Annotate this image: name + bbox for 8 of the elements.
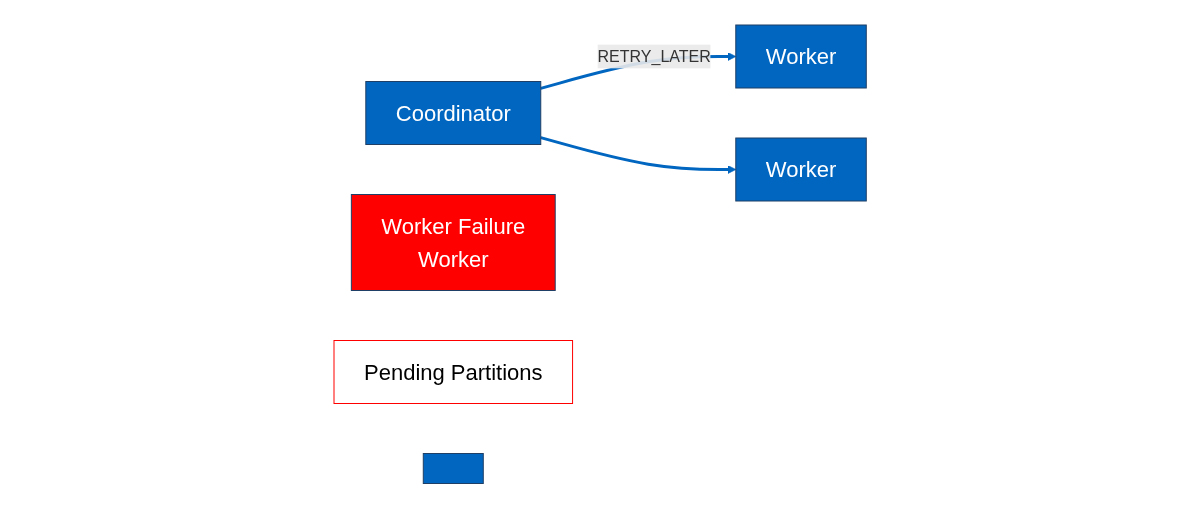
edge-label: RETRY_LATER — [597, 47, 711, 65]
node-box: Pending Partitions — [333, 339, 573, 404]
node-box: Worker — [735, 24, 867, 89]
node-box: Coordinator — [365, 80, 542, 145]
arrow — [540, 135, 737, 174]
node-box: Worker — [735, 137, 867, 202]
node-box: Worker Failure Worker — [350, 193, 556, 291]
node-box — [422, 452, 484, 484]
